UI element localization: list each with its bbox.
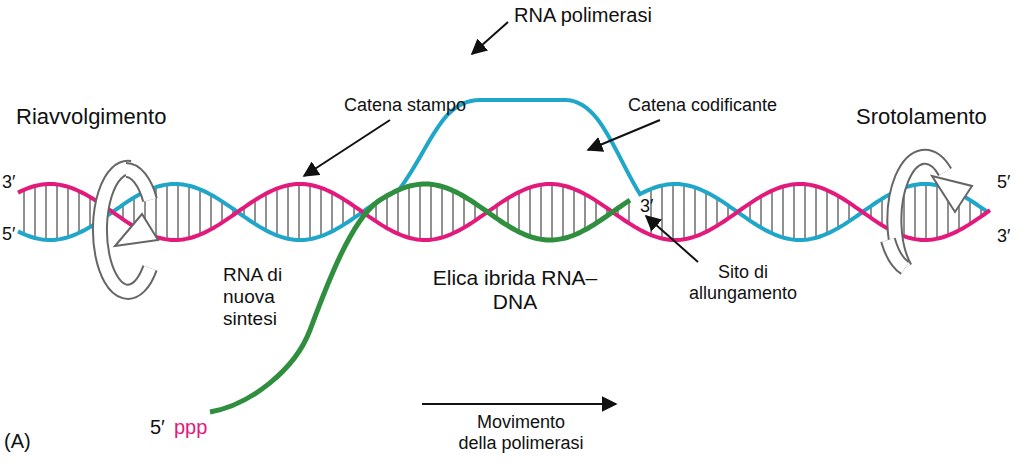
label: ppp [174,416,207,439]
base-pair [761,196,762,227]
base-pair [882,199,883,225]
base-pair [431,184,432,239]
base-pair [772,191,773,234]
base-pair [266,194,267,231]
label: RNA polimerasi [514,4,652,27]
base-pair [563,186,564,239]
base-pair [552,184,553,240]
base-pair [926,184,927,240]
base-pair [68,187,69,237]
base-pair [915,185,916,239]
label: 3′ [2,172,15,193]
base-pair [816,186,817,238]
base-pair [937,185,938,238]
base-pair [46,184,47,240]
base-pair [596,201,597,224]
base-pair [332,193,333,232]
base-pair [321,188,322,236]
label: Riavvolgimento [16,104,166,129]
label: 5′ [2,224,15,245]
leader-arrow [472,22,508,54]
leader-arrow [588,120,660,150]
base-pair [783,187,784,238]
template-strand [18,184,990,240]
base-pair [277,189,278,236]
base-pair [673,184,674,240]
unwind-arrow [888,157,972,268]
base-pair [222,201,223,222]
base-pair [519,192,520,232]
base-pair [57,184,58,239]
node-text: RNA di nuova sintesi [223,264,301,330]
base-pair [585,194,586,230]
base-pair [420,184,421,240]
node-text: Elica ibrida RNA–DNA [430,266,600,314]
label: Srotolamento [856,104,987,129]
base-pair [541,185,542,240]
label: 5′ [150,416,165,439]
movement-arrow [422,403,616,405]
base-pair [409,186,410,238]
base-pair [629,201,630,224]
base-pair [387,196,388,228]
rna-strand [210,184,630,412]
base-pair [90,197,91,227]
base-pair [442,187,443,238]
base-pair [706,192,707,232]
label: Catena stampo [344,95,466,116]
base-pair [299,184,300,240]
leader-arrow [304,120,390,176]
base-pair [838,196,839,228]
label: Catena codificante [628,95,777,116]
label: Movimento della polimerasi [456,412,586,453]
leader-arrow [646,216,698,262]
base-pair [310,185,311,239]
base-pair [684,185,685,240]
label: 3′ [640,196,653,217]
base-pair [530,188,531,237]
capsule-shape [165,58,893,428]
base-pairs [24,184,981,240]
base-pair [189,186,190,239]
label: Sito di allungamento [684,262,802,303]
base-pair [464,196,465,227]
rewind-arrow [100,168,158,292]
base-pair [24,190,25,234]
base-pair [717,198,718,226]
base-pair [167,185,168,240]
base-pair [794,184,795,239]
base-pair [805,184,806,240]
base-pair [35,186,36,238]
base-pair [827,190,828,234]
base-pair [343,199,344,225]
base-pair [398,190,399,234]
base-pair [200,189,201,234]
base-pair [695,188,696,237]
label: 5′ [997,172,1010,193]
base-pair [211,195,212,230]
base-pair [178,184,179,240]
base-pair [508,198,509,226]
label: (A) [4,430,31,453]
base-pair [255,200,256,224]
base-pair [970,200,971,224]
base-pair [849,203,850,222]
label: 3′ [997,226,1010,247]
base-pair [574,189,575,235]
base-pair [79,191,80,233]
base-pair [453,191,454,234]
base-pair [288,185,289,238]
polymerase-capsule: RNA di nuova sintesi Elica ibrida RNA–DNA [165,58,893,428]
